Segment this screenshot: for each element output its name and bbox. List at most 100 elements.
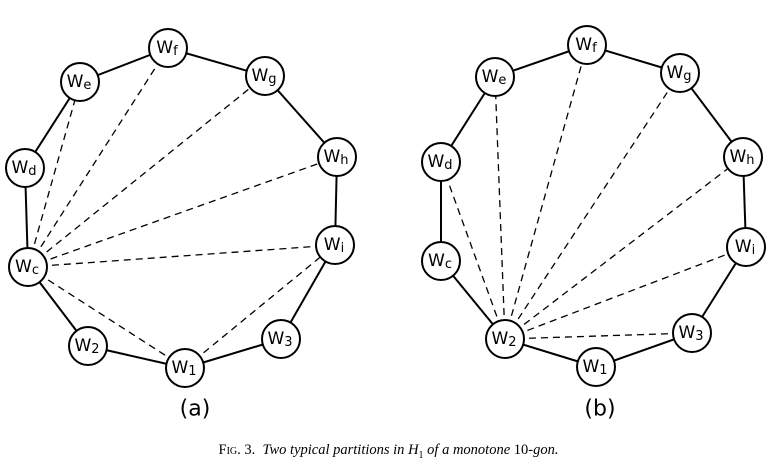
vertex-label: Wi bbox=[324, 235, 344, 256]
vertex-circle bbox=[672, 313, 712, 353]
vertex-label: We bbox=[482, 67, 507, 88]
vertex-label-base: W bbox=[666, 63, 683, 83]
vertex-label-base: W bbox=[482, 67, 499, 87]
caption-math-subscript: 1 bbox=[418, 449, 424, 461]
dashed-diagonal-w2-we bbox=[494, 76, 506, 340]
vertex-label-subscript: d bbox=[28, 164, 36, 179]
vertex-label-base: W bbox=[324, 235, 341, 255]
vertex-label-subscript: h bbox=[340, 153, 348, 168]
caption-text-part-2: of a monotone bbox=[427, 442, 511, 458]
vertex-label: W3 bbox=[267, 329, 292, 350]
vertex-circle bbox=[576, 347, 616, 387]
vertex-wd: Wd bbox=[421, 142, 461, 182]
vertex-label-base: W bbox=[11, 158, 28, 178]
vertex-label-base: W bbox=[428, 251, 445, 271]
vertex-label-subscript: e bbox=[498, 73, 506, 88]
vertex-w1: W1 bbox=[165, 348, 205, 388]
vertex-label-base: W bbox=[323, 147, 340, 167]
vertex-label: Wf bbox=[575, 35, 597, 56]
dashed-diagonal-wc-wi bbox=[27, 244, 336, 268]
dashed-diagonal-w2-w3 bbox=[504, 332, 693, 340]
vertex-label-base: W bbox=[427, 152, 444, 172]
vertex-label: W3 bbox=[678, 323, 703, 344]
vertex-wh: Wh bbox=[317, 137, 357, 177]
vertex-label: Wg bbox=[666, 63, 691, 84]
vertex-circle bbox=[723, 137, 763, 177]
dashed-diagonal-wc-wg bbox=[27, 75, 266, 268]
vertex-label-base: W bbox=[267, 329, 284, 349]
vertex-label: Wd bbox=[11, 158, 36, 179]
vertex-label: W2 bbox=[74, 336, 99, 357]
vertex-wf: Wf bbox=[567, 25, 607, 65]
vertex-circle bbox=[317, 137, 357, 177]
vertex-wh: Wh bbox=[723, 137, 763, 177]
vertex-circle bbox=[60, 62, 100, 102]
vertex-w2: W2 bbox=[485, 319, 525, 359]
vertex-wg: Wg bbox=[660, 53, 700, 93]
vertex-label-base: W bbox=[575, 35, 592, 55]
vertex-label-base: W bbox=[491, 329, 508, 349]
vertex-circle bbox=[421, 142, 461, 182]
dashed-diagonal-w1-wi bbox=[184, 244, 336, 369]
vertex-w2: W2 bbox=[68, 326, 108, 366]
caption-text-part-3: -gon. bbox=[528, 442, 559, 458]
vertex-label-subscript: 1 bbox=[188, 364, 196, 379]
vertex-we: We bbox=[475, 57, 515, 97]
vertex-circle bbox=[165, 348, 205, 388]
vertex-label-subscript: 3 bbox=[695, 329, 703, 344]
vertex-label: Wg bbox=[251, 66, 276, 87]
vertex-circle bbox=[245, 56, 285, 96]
vertex-label-subscript: 2 bbox=[508, 335, 516, 350]
vertex-label-base: W bbox=[582, 357, 599, 377]
vertex-label: Wd bbox=[427, 152, 452, 173]
vertex-label-subscript: f bbox=[173, 44, 178, 59]
vertex-label-base: W bbox=[156, 38, 173, 58]
vertex-wc: Wc bbox=[421, 241, 461, 281]
vertex-label-base: W bbox=[67, 72, 84, 92]
vertex-label-base: W bbox=[74, 336, 91, 356]
vertex-label: We bbox=[67, 72, 92, 93]
vertex-label: Wc bbox=[428, 251, 452, 272]
vertex-wd: Wd bbox=[5, 148, 45, 188]
vertex-label-base: W bbox=[729, 147, 746, 167]
vertex-label: Wi bbox=[735, 237, 755, 258]
vertex-circle bbox=[421, 241, 461, 281]
vertex-label-subscript: c bbox=[32, 263, 39, 278]
vertex-label-subscript: g bbox=[268, 72, 276, 87]
vertex-label-base: W bbox=[171, 358, 188, 378]
vertex-wi: Wi bbox=[315, 225, 355, 265]
caption-math-symbol: H bbox=[408, 442, 419, 458]
vertex-label-subscript: f bbox=[592, 41, 597, 56]
dashed-diagonal-w2-wd bbox=[440, 161, 506, 340]
vertex-circle bbox=[567, 25, 607, 65]
vertex-label-subscript: e bbox=[83, 78, 91, 93]
vertex-circle bbox=[68, 326, 108, 366]
vertex-circle bbox=[5, 148, 45, 188]
vertex-label: W1 bbox=[582, 357, 607, 378]
vertex-w1: W1 bbox=[576, 347, 616, 387]
panel-b-label: (b) bbox=[584, 397, 615, 422]
vertex-label-subscript: h bbox=[746, 153, 754, 168]
vertex-label-base: W bbox=[735, 237, 752, 257]
vertex-label: Wh bbox=[729, 147, 754, 168]
vertex-label: W2 bbox=[491, 329, 516, 350]
vertex-label-subscript: g bbox=[683, 69, 691, 84]
dashed-diagonal-wc-wf bbox=[27, 47, 169, 268]
vertex-label-subscript: i bbox=[752, 243, 756, 258]
vertex-wi: Wi bbox=[726, 227, 766, 267]
vertex-circle bbox=[261, 319, 301, 359]
vertex-label-subscript: 3 bbox=[284, 335, 292, 350]
vertex-label-base: W bbox=[678, 323, 695, 343]
vertex-circle bbox=[660, 53, 700, 93]
vertex-label: Wc bbox=[15, 257, 39, 278]
vertex-label: W1 bbox=[171, 358, 196, 379]
vertex-label: Wh bbox=[323, 147, 348, 168]
vertex-we: We bbox=[60, 62, 100, 102]
vertex-label-subscript: d bbox=[444, 158, 452, 173]
dashed-diagonal-wc-we bbox=[27, 81, 81, 268]
caption-figure-number: Fig. 3. bbox=[218, 442, 256, 458]
vertex-circle bbox=[8, 247, 48, 287]
